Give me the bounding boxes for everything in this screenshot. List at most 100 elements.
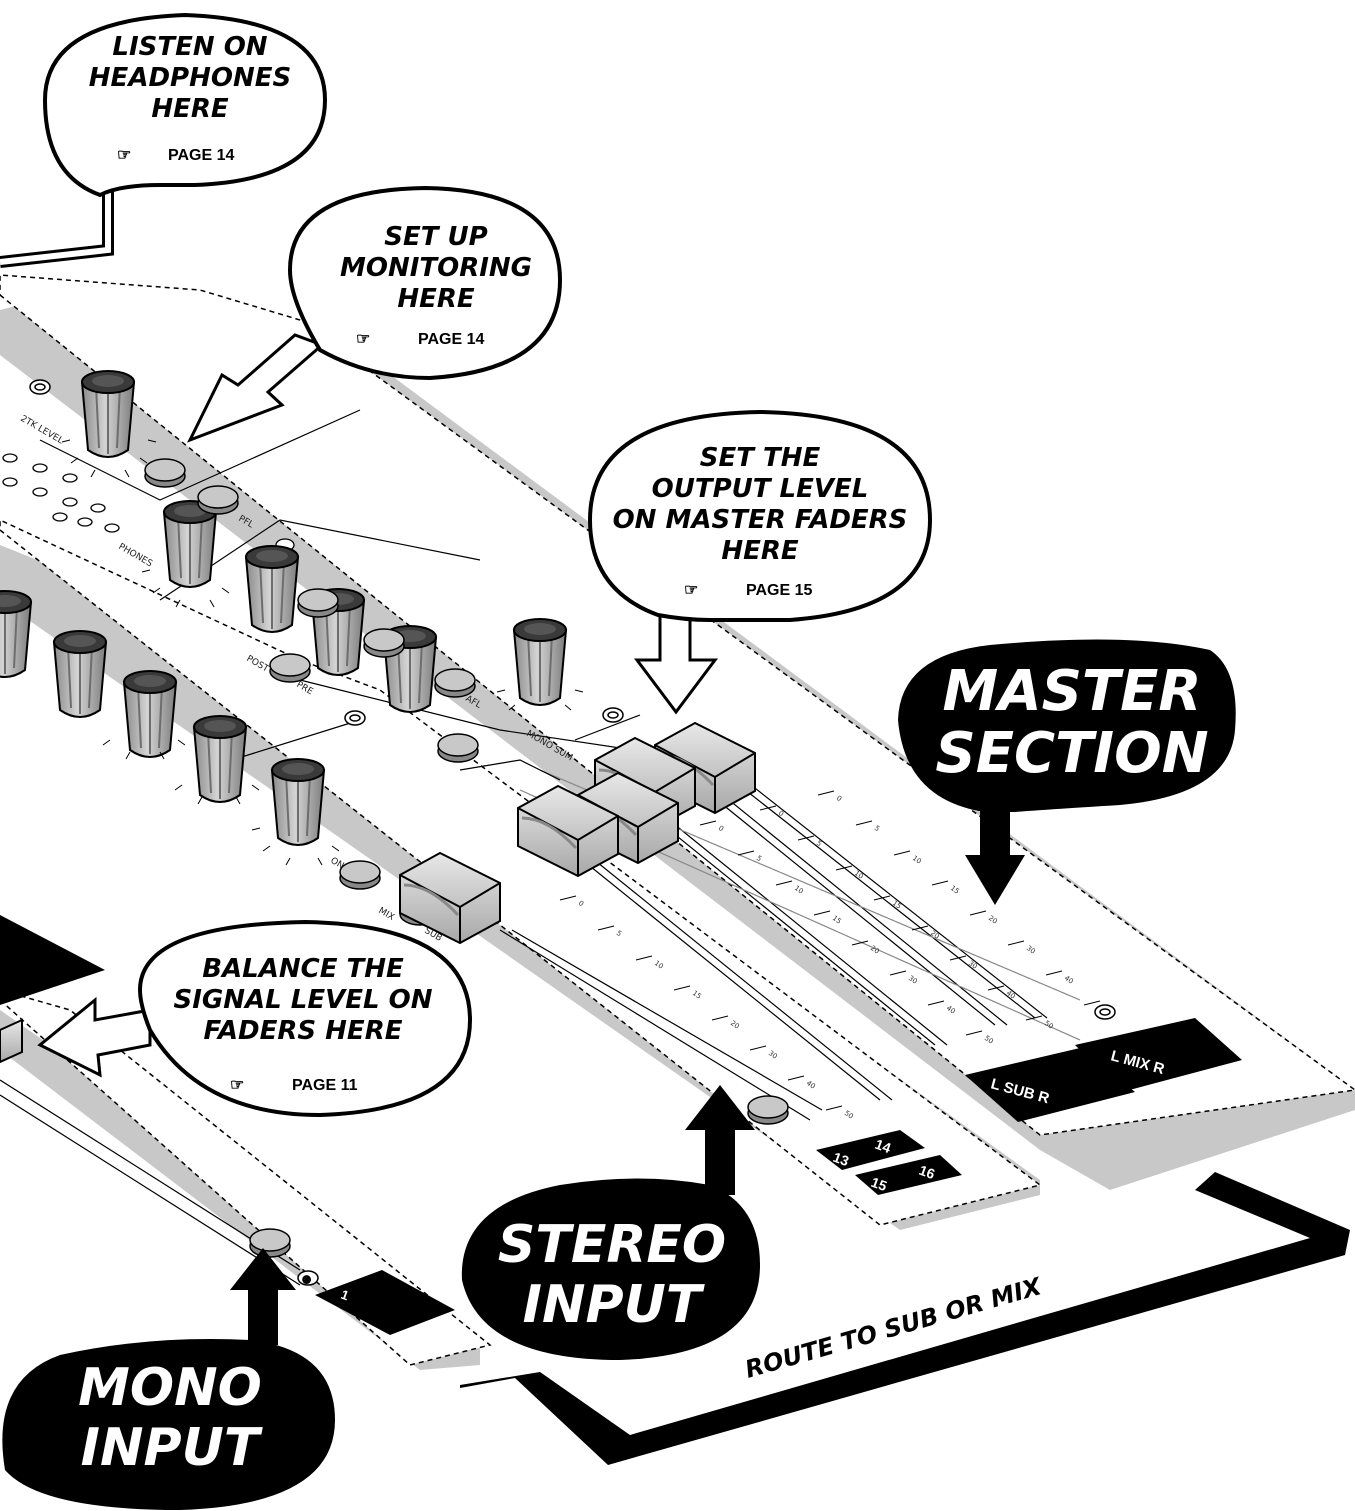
scale-tick-label: 30 [967, 959, 979, 971]
route-bracket [460, 1172, 1350, 1465]
scale-tick [817, 790, 835, 796]
scale-tick-label: 0 [717, 824, 725, 833]
stereo-pan-knob[interactable] [271, 758, 325, 846]
master-faders-line-1: SET THE [700, 443, 821, 473]
label-phones: PHONES [117, 542, 155, 570]
balance-arrow [37, 996, 152, 1078]
scale-tick [759, 805, 777, 811]
post-pre-button[interactable] [269, 653, 311, 683]
channel-plates: 13 14 15 16 L SUB R L MIX R 1 [315, 1018, 1242, 1335]
mix-sub-button[interactable] [144, 458, 186, 488]
scale-tick [969, 910, 987, 916]
label-ch15: 15 [869, 1174, 889, 1194]
label-ch1: 1 [339, 1287, 351, 1304]
mono-wedge-arrow [0, 915, 105, 1005]
scale-tick [749, 1045, 767, 1051]
stereo-title-line-2: INPUT [523, 1275, 705, 1335]
scale-tick [911, 925, 929, 931]
scale-tick-label: 20 [929, 929, 941, 941]
headphones-line-1: LISTEN ON [112, 32, 267, 62]
stereo-eq-knob-2[interactable] [53, 630, 107, 718]
callout-headphones: LISTEN ON HEADPHONES HERE ☞ PAGE 14 [42, 12, 328, 198]
scale-tick [775, 880, 793, 886]
phones-knob[interactable] [163, 500, 217, 588]
scale-tick [635, 955, 653, 961]
headphones-page-ref: PAGE 14 [168, 147, 235, 164]
master-title-line-2: SECTION [935, 721, 1208, 786]
balance-line-2: SIGNAL LEVEL ON [174, 985, 433, 1015]
mono-title-line-1: MONO [78, 1358, 262, 1418]
scale-tick [893, 850, 911, 856]
svg-text:⊗: ⊗ [302, 1273, 311, 1286]
aux-knob-1[interactable] [245, 545, 299, 633]
scale-tick [835, 865, 853, 871]
scale-tick-label: 15 [949, 884, 961, 896]
hand-pointer-icon: ☞ [117, 147, 131, 164]
hand-pointer-icon: ☞ [230, 1077, 244, 1094]
master-faders-line-2: OUTPUT LEVEL [652, 474, 869, 504]
stereo-on-button[interactable] [339, 860, 381, 890]
scale-tick [1025, 1015, 1043, 1021]
scale-tick-label: 40 [1063, 974, 1075, 986]
scale-tick [931, 880, 949, 886]
label-mix: MIX [377, 906, 396, 923]
scale-tick-label: 0 [835, 794, 843, 803]
scale-tick [1007, 940, 1025, 946]
scale-tick [711, 1015, 729, 1021]
mono-fader-cap[interactable] [0, 1018, 23, 1064]
master-faders-line-4: HERE [721, 536, 799, 566]
headphones-line-2: HEADPHONES [89, 63, 291, 93]
mono-sum-knob[interactable] [513, 618, 567, 706]
scale-tick-label: 10 [853, 869, 865, 881]
scale-tick [597, 925, 615, 931]
balance-line-3: FADERS HERE [204, 1016, 403, 1046]
scale-tick-label: 20 [729, 1019, 741, 1031]
balance-page-ref: PAGE 11 [292, 1077, 358, 1094]
scale-tick [851, 940, 869, 946]
monitoring-line-1: SET UP [384, 222, 487, 252]
scale-tick-label: 30 [907, 974, 919, 986]
aux-pre-button-1[interactable] [297, 588, 339, 618]
scale-tick-label: 10 [793, 884, 805, 896]
stereo-arrow [685, 1085, 755, 1195]
fader-scale: 0510152030405005101520304050051015203040… [559, 790, 1113, 1121]
fader-caps [0, 721, 757, 1064]
sub-mix-master-button[interactable] [437, 733, 479, 763]
callout-monitoring: SET UP MONITORING HERE ☞ PAGE 14 [287, 185, 563, 381]
mono-title-line-2: INPUT [81, 1418, 263, 1478]
scale-tick-label: 50 [843, 1109, 855, 1121]
scale-tick [889, 970, 907, 976]
scale-tick [927, 1000, 945, 1006]
scale-tick [1083, 1000, 1101, 1006]
mono-arrow [230, 1248, 296, 1345]
scale-tick [1045, 970, 1063, 976]
stereo-eq-knob-4[interactable] [193, 715, 247, 803]
scale-tick [949, 955, 967, 961]
master-title-line-1: MASTER [943, 659, 1202, 724]
label-ch14: 14 [873, 1136, 893, 1156]
level-2tk-knob[interactable] [81, 370, 135, 458]
monitoring-line-3: HERE [397, 284, 475, 314]
stereo-eq-knob-3[interactable] [123, 670, 177, 758]
stereo-eq-knob-1[interactable] [0, 590, 32, 678]
scale-tick-label: 5 [755, 854, 763, 863]
scale-tick-label: 15 [891, 899, 903, 911]
mono-input-badge: MONO INPUT [2, 1339, 336, 1510]
led-cluster [2, 453, 295, 552]
scale-tick-label: 40 [945, 1004, 957, 1016]
scale-tick [699, 820, 717, 826]
monitoring-line-2: MONITORING [340, 253, 532, 283]
scale-tick [559, 895, 577, 901]
afl-button[interactable] [434, 668, 476, 698]
scale-tick-label: 5 [615, 929, 623, 938]
scale-tick-label: 30 [767, 1049, 779, 1061]
label-2tk-level: 2TK LEVEL [19, 414, 65, 446]
mono-pfl-button[interactable] [249, 1228, 291, 1258]
master-faders-line-3: ON MASTER FADERS [613, 505, 908, 535]
scale-tick-label: 5 [815, 839, 823, 848]
pfl-button-top[interactable] [197, 485, 239, 515]
scale-tick-label: 40 [1005, 989, 1017, 1001]
stereo-pfl-button[interactable] [747, 1095, 789, 1125]
aux-pre-button-2[interactable] [363, 628, 405, 658]
